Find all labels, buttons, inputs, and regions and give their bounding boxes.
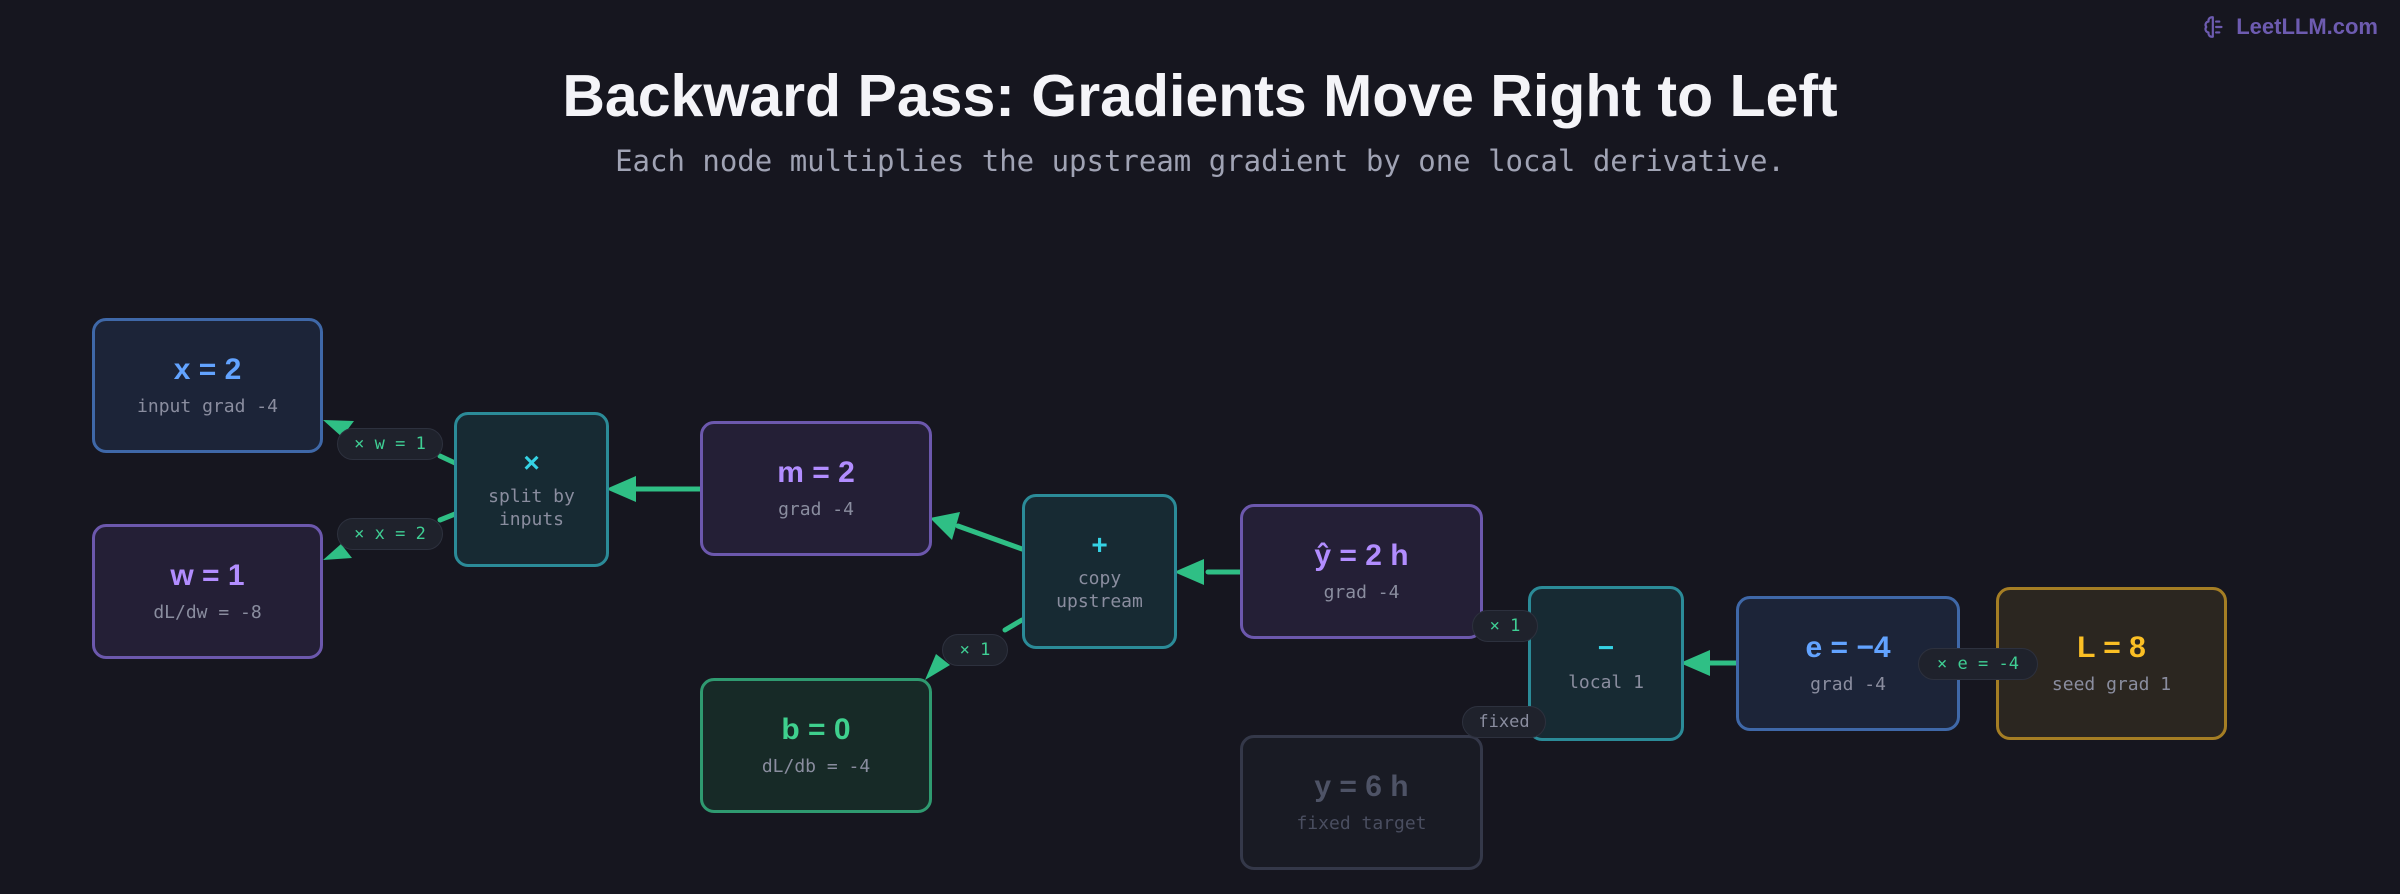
node-yhat-value: ŷ = 2 h [1314,538,1409,572]
node-x-grad: input grad -4 [137,395,278,417]
edge-m-to-add [955,523,1025,552]
node-b-grad: dL/db = -4 [761,755,871,777]
arrowhead-m [606,476,636,502]
add-note-line2: upstream [1056,590,1143,612]
node-add: + copy upstream [1022,494,1177,649]
arrowhead-yhat [1174,559,1204,585]
page-title: Backward Pass: Gradients Move Right to L… [562,63,1838,129]
node-w: w = 1 dL/dw = -8 [92,524,323,659]
arrowhead-e [1680,650,1710,676]
multiply-note: split by inputs [488,486,575,531]
add-symbol: + [1091,528,1108,560]
arrowhead-w [323,544,352,560]
node-m-grad: grad -4 [778,498,854,520]
subtract-symbol: − [1597,631,1615,663]
edge-mul-to-x [437,453,458,466]
node-x-value: x = 2 [173,352,242,386]
edge-label-fixed: fixed [1462,706,1546,738]
node-yhat: ŷ = 2 h grad -4 [1240,504,1483,639]
node-L-value: L = 8 [2077,630,2146,664]
node-y-target: y = 6 h fixed target [1240,735,1483,870]
node-yhat-grad: grad -4 [1323,581,1400,603]
node-subtract: − local 1 [1528,586,1684,741]
arrowhead-add [930,512,960,540]
node-multiply: × split by inputs [454,412,609,567]
node-y-value: y = 6 h [1314,769,1409,803]
node-e-grad: grad -4 [1810,673,1886,695]
edge-label-to-yhat: × 1 [1472,610,1538,642]
edge-label-to-b: × 1 [942,634,1008,666]
edge-label-w-to-x: × w = 1 [337,428,443,460]
node-L-grad: seed grad 1 [2051,673,2172,695]
multiply-note-line1: split by [488,486,575,508]
node-m-value: m = 2 [777,455,855,489]
edge-label-to-e: × e = -4 [1918,648,2038,680]
add-note-line1: copy [1077,568,1122,590]
arrowhead-b [925,654,950,680]
edge-label-x-to-w: × x = 2 [337,518,443,550]
node-w-grad: dL/dw = -8 [153,601,262,623]
node-y-note: fixed target [1296,812,1427,834]
brain-icon [2204,16,2223,38]
subtract-note: local 1 [1568,671,1644,693]
arrowhead-x [323,420,354,437]
node-w-value: w = 1 [170,558,245,592]
edge-mul-to-w [437,511,458,523]
node-x: x = 2 input grad -4 [92,318,323,453]
multiply-note-line2: inputs [498,508,564,530]
node-b: b = 0 dL/db = -4 [700,678,932,813]
brand-name: LeetLLM.com [2236,14,2378,39]
multiply-symbol: × [523,446,540,478]
page-subtitle: Each node multiplies the upstream gradie… [615,144,1785,178]
node-m: m = 2 grad -4 [700,421,932,556]
node-e-value: e = −4 [1805,630,1891,664]
node-b-value: b = 0 [781,712,851,746]
add-note: copy upstream [1056,568,1143,613]
edge-add-to-b [1002,617,1025,633]
brand-logo[interactable]: LeetLLM.com [2202,14,2378,40]
